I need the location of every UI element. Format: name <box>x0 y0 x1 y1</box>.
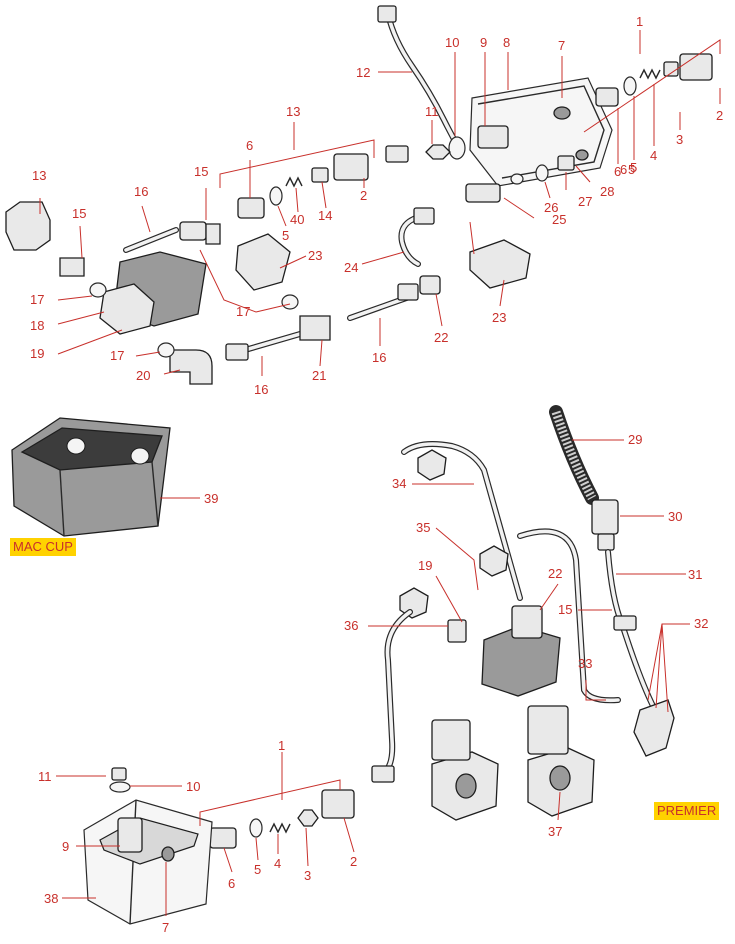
callout: 15 <box>558 602 572 617</box>
cup-callouts: 39 <box>204 491 218 506</box>
callout: 27 <box>578 194 592 209</box>
callout: 10 <box>445 35 459 50</box>
callout: 12 <box>356 65 370 80</box>
callout: 29 <box>628 432 642 447</box>
callout: 11 <box>38 769 52 784</box>
callout: 13 <box>286 104 300 119</box>
callout: 19 <box>418 558 432 573</box>
callout: 30 <box>668 509 682 524</box>
callout: 3 <box>676 132 683 147</box>
upper-assembly-drawing <box>5 5 713 385</box>
callout: 5 <box>630 160 637 175</box>
callout: 1 <box>278 738 285 753</box>
callout: 24 <box>344 260 358 275</box>
callout: 15 <box>194 164 208 179</box>
callout: 8 <box>503 35 510 50</box>
callout: 32 <box>694 616 708 631</box>
premier-callouts: 29 34 30 35 22 31 19 15 36 32 33 37 1 11… <box>38 432 708 935</box>
callout: 6 <box>246 138 253 153</box>
callout: 17 <box>110 348 124 363</box>
mac-cup-tag: MAC CUP <box>10 538 76 556</box>
callout: 6 <box>620 162 627 177</box>
callout: 33 <box>578 656 592 671</box>
callout: 11 <box>425 104 439 119</box>
callout: 4 <box>650 148 657 163</box>
callout: 2 <box>360 188 367 203</box>
callout: 9 <box>480 35 487 50</box>
upper-callouts: 1 2 3 4 5 6 7 8 9 10 11 12 13 2 14 40 5 … <box>30 14 723 397</box>
callout: 16 <box>254 382 268 397</box>
callout: 17 <box>236 304 250 319</box>
callout: 1 <box>636 14 643 29</box>
callout: 26 <box>544 200 558 215</box>
callout: 36 <box>344 618 358 633</box>
callout: 39 <box>204 491 218 506</box>
callout: 23 <box>492 310 506 325</box>
callout: 16 <box>372 350 386 365</box>
leader-lines <box>39 30 721 916</box>
callout: 9 <box>62 839 69 854</box>
callout: 16 <box>134 184 148 199</box>
callout: 5 <box>628 162 635 177</box>
callout: 20 <box>136 368 150 383</box>
callout: 37 <box>548 824 562 839</box>
callout: 7 <box>162 920 169 935</box>
callout: 34 <box>392 476 406 491</box>
callout: 13 <box>32 168 46 183</box>
callout: 25 <box>552 212 566 227</box>
callout: 28 <box>600 184 614 199</box>
callout: 35 <box>416 520 430 535</box>
callout: 22 <box>434 330 448 345</box>
callout: 2 <box>350 854 357 869</box>
callout: 5 <box>254 862 261 877</box>
callout: 5 <box>282 228 289 243</box>
callout: 19 <box>30 346 44 361</box>
callout: 10 <box>186 779 200 794</box>
callout: 40 <box>290 212 304 227</box>
callout: 4 <box>274 856 281 871</box>
callout: 18 <box>30 318 44 333</box>
callout: 38 <box>44 891 58 906</box>
callout: 7 <box>558 38 565 53</box>
callout: 15 <box>72 206 86 221</box>
callout: 23 <box>308 248 322 263</box>
callout: 6 <box>614 164 621 179</box>
callout: 2 <box>716 108 723 123</box>
callout: 17 <box>30 292 44 307</box>
callout: 14 <box>318 208 332 223</box>
premier-tag: PREMIER <box>654 802 720 820</box>
bracket-plate <box>469 77 613 187</box>
callout: 22 <box>548 566 562 581</box>
callout: 21 <box>312 368 326 383</box>
callout: 31 <box>688 567 702 582</box>
callout: 6 <box>228 876 235 891</box>
premier-drawing <box>83 405 675 925</box>
callout: 3 <box>304 868 311 883</box>
mac-cup-drawing <box>11 417 171 537</box>
